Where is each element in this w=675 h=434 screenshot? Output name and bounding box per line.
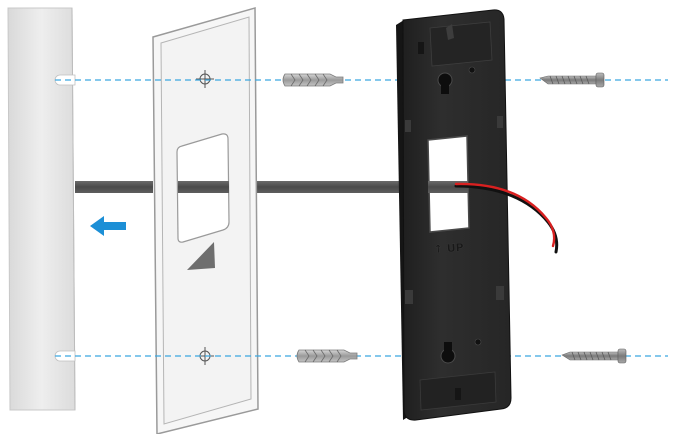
screw-top <box>539 72 605 88</box>
template-cutout <box>176 133 230 243</box>
wall <box>7 7 76 411</box>
alignment-guide-lines <box>55 79 668 357</box>
bracket-up-marking: ↑ UP <box>433 241 464 256</box>
screw-bottom <box>561 348 627 364</box>
bracket-screw-hole-top <box>437 72 453 94</box>
crosshair-top-icon <box>196 70 214 88</box>
arrow-left-icon <box>90 216 126 236</box>
mounting-template <box>152 7 259 434</box>
wall-anchor-bottom <box>296 349 358 363</box>
wall-anchor-top <box>282 73 344 87</box>
bracket-screw-hole-bottom <box>440 342 456 364</box>
wire-red <box>454 182 556 248</box>
wires <box>454 182 559 254</box>
triangle-up-icon <box>187 242 215 270</box>
mounting-bracket: ↑ UP <box>396 9 512 421</box>
